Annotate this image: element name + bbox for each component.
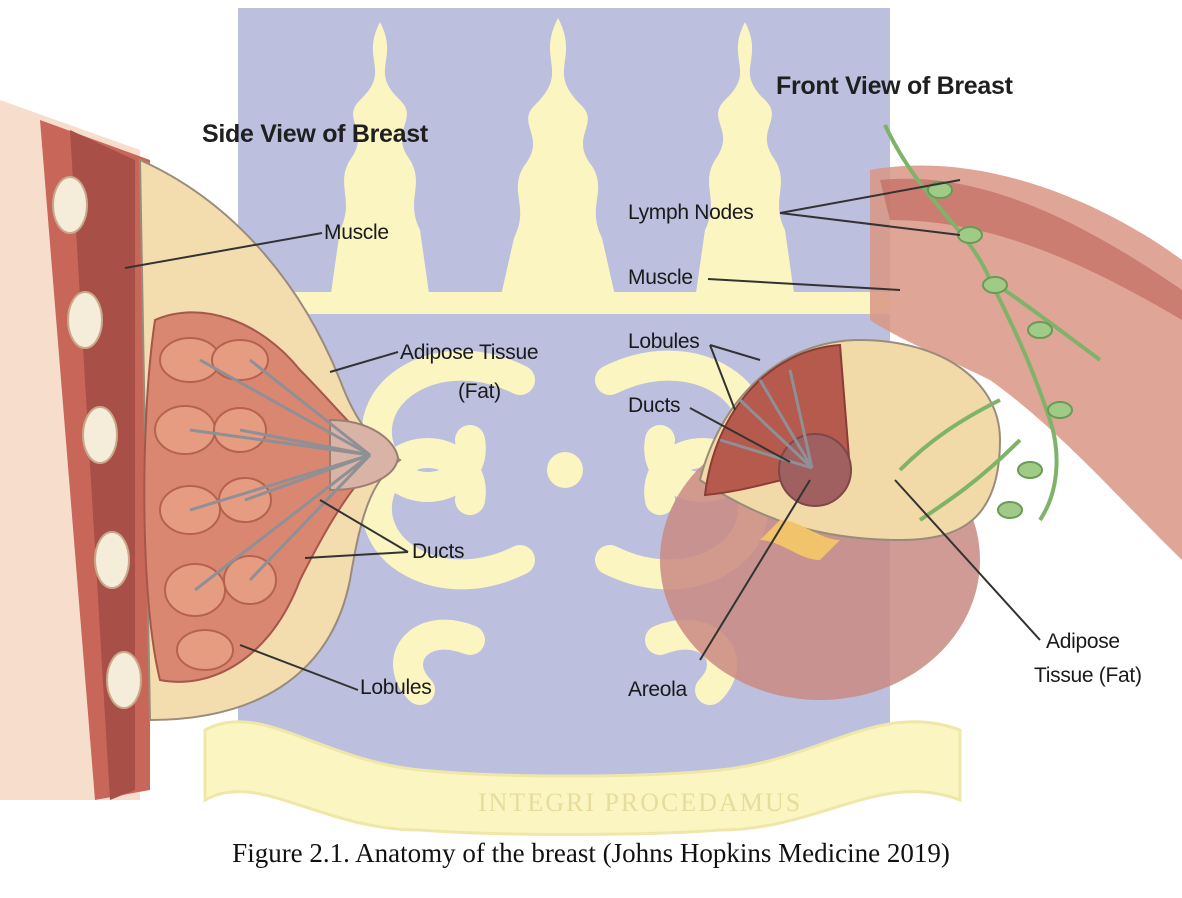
side-view-title: Side View of Breast bbox=[202, 120, 428, 149]
front-label-lymph-nodes: Lymph Nodes bbox=[628, 201, 754, 225]
front-label-adipose-line2: Tissue (Fat) bbox=[1034, 664, 1142, 688]
front-label-adipose-line1: Adipose bbox=[1046, 630, 1120, 654]
front-label-ducts: Ducts bbox=[628, 394, 680, 418]
front-label-areola: Areola bbox=[628, 678, 687, 702]
watermark-motto: INTEGRI PROCEDAMUS bbox=[478, 788, 802, 818]
side-label-lobules: Lobules bbox=[360, 676, 431, 700]
side-label-adipose-line1: Adipose Tissue bbox=[400, 341, 538, 365]
front-view-title: Front View of Breast bbox=[776, 72, 1013, 101]
figure-caption: Figure 2.1. Anatomy of the breast (Johns… bbox=[0, 838, 1182, 869]
side-label-ducts: Ducts bbox=[412, 540, 464, 564]
side-label-adipose-line2: (Fat) bbox=[458, 380, 501, 404]
front-label-muscle: Muscle bbox=[628, 266, 693, 290]
front-label-lobules: Lobules bbox=[628, 330, 699, 354]
side-label-muscle: Muscle bbox=[324, 221, 389, 245]
